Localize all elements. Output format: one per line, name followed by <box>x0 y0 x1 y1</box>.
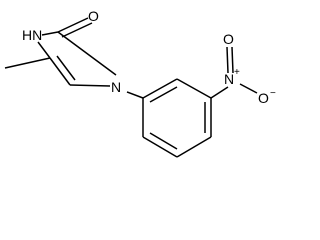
atom-label-nitro-n: N <box>224 71 234 87</box>
bond-c2-o <box>57 17 89 33</box>
bond-c4-n3 <box>37 41 51 59</box>
bond-ph-4-5 <box>176 136 212 158</box>
chemical-structure: HN O N N + O O − <box>4 8 276 158</box>
bond-nh-c2 <box>41 31 59 36</box>
atom-label-nh: HN <box>22 27 42 43</box>
imidazolone-ring <box>4 17 117 87</box>
bond-c2-o-double <box>61 22 93 38</box>
bond-n1-c5 <box>69 84 111 87</box>
bond-ph-2-3 <box>176 78 212 99</box>
bond-nitro-n-o-top <box>226 46 229 74</box>
bond-c4-methyl <box>4 57 51 69</box>
nitro-n-charge: + <box>234 67 240 78</box>
atom-label-ring-n: N <box>111 79 121 95</box>
bond-c2-n1 <box>57 31 117 76</box>
atom-label-nitro-o-top: O <box>223 31 234 47</box>
bond-c5-c4-double <box>56 55 76 81</box>
bond-ph-1-2 <box>142 78 178 99</box>
atom-label-carbonyl-o: O <box>88 8 99 24</box>
atom-label-nitro-o-right: O <box>258 90 269 106</box>
nitro-group <box>210 46 258 99</box>
bond-nitro-n-o-right <box>239 83 258 94</box>
structure-canvas: HN O N N + O O − <box>4 8 276 158</box>
bond-nitro-n-o-top-double <box>231 46 234 74</box>
bond-ph-nitro-n <box>210 86 229 99</box>
phenyl-ring <box>142 78 212 158</box>
nitro-o-right-charge: − <box>270 88 276 99</box>
bond-ph-5-6 <box>142 136 178 158</box>
bond-n1-phenyl <box>126 91 144 99</box>
bond-c5-c4 <box>49 57 71 86</box>
bond-ph-inner-c <box>149 132 178 150</box>
bond-ph-inner-a <box>149 86 178 103</box>
